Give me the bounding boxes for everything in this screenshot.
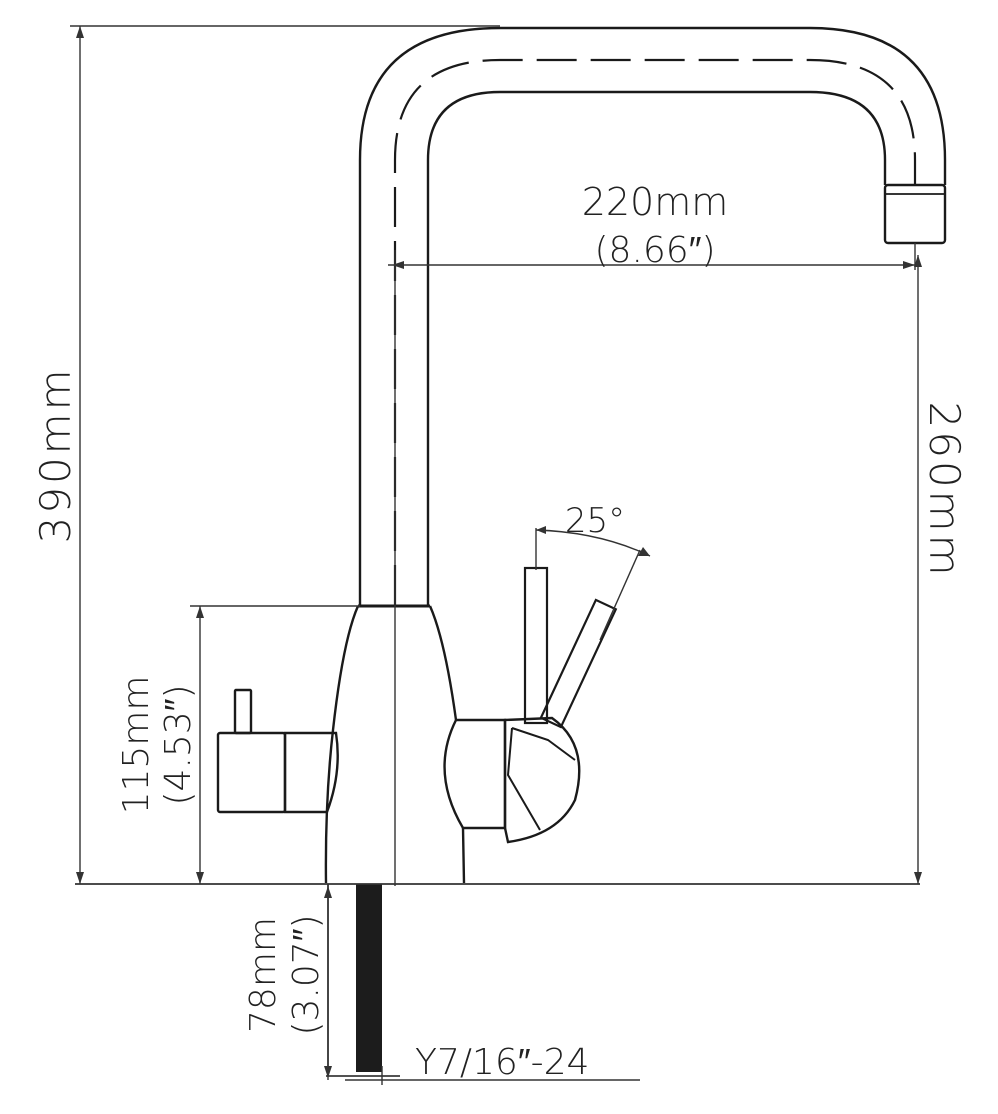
reach-arrow-left <box>392 261 404 269</box>
arrowheads <box>76 26 922 1078</box>
shank-arrow-top <box>324 886 332 898</box>
shank-arrow-bottom <box>324 1066 332 1078</box>
right-control-housing <box>443 718 507 830</box>
faucet-outline <box>216 26 947 884</box>
body-height-arrow-top <box>196 606 204 618</box>
shank-length-in-label: (3.07″) <box>286 915 327 1036</box>
spout-reach-mm-label: 220mm <box>582 180 729 224</box>
mounting-shank <box>356 884 382 1072</box>
shank-length-mm-label: 78mm <box>243 917 284 1033</box>
left-control-cap <box>216 731 287 814</box>
left-control-housing <box>283 731 339 814</box>
shank-group <box>326 884 400 1077</box>
spout-height-label: 260mm <box>920 402 969 579</box>
faucet-body-left <box>324 605 360 884</box>
spout-reach-in-label: (8.66″) <box>595 230 716 271</box>
angle-arrow-right <box>638 547 650 556</box>
angle-arrow-left <box>536 526 546 534</box>
spout-height-arrow-top <box>914 255 922 267</box>
thread-spec-label: Y7/16″-24 <box>415 1042 589 1083</box>
faucet-body-right <box>428 605 466 884</box>
right-lever-hub <box>503 716 581 844</box>
right-lever-vertical <box>523 566 549 725</box>
overall-height-arrow-bottom <box>76 872 84 884</box>
dimension-lines <box>70 25 920 1085</box>
body-height-mm-label: 115mm <box>116 676 157 815</box>
spout-center-dashed-line <box>393 58 917 605</box>
overall-height-label: 390mm <box>31 367 80 544</box>
spout-height-arrow-bottom <box>914 872 922 884</box>
spout-outer-contour <box>358 26 947 605</box>
handle-angle-label: 25° <box>565 501 625 541</box>
dimension-labels: 390mm 220mm (8.66″) 260mm 25° 115mm (4.5… <box>31 180 969 1083</box>
reach-arrow-right <box>903 261 915 269</box>
body-height-in-label: (4.53″) <box>158 685 199 806</box>
left-control-pin <box>233 688 253 735</box>
right-lever-rotated <box>539 598 618 729</box>
right-lever-hub-facet <box>506 727 576 831</box>
body-height-arrow-bottom <box>196 872 204 884</box>
overall-height-arrow-top <box>76 26 84 38</box>
angle-extension-rotated <box>599 549 641 641</box>
spout-inner-contour <box>426 90 887 605</box>
